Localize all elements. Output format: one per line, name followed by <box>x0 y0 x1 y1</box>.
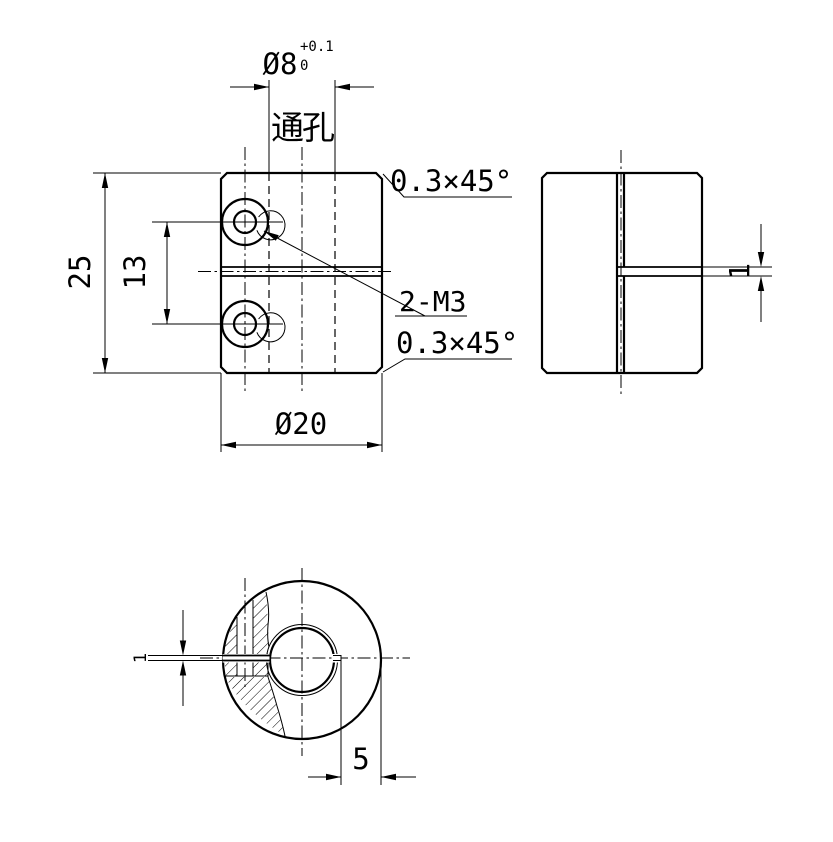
slit-mask-right <box>332 654 342 663</box>
dim-bottom-slit-width: 1 <box>131 610 222 706</box>
slit-end-notch <box>333 655 342 661</box>
bore-tol-lower-text: 0 <box>300 58 308 74</box>
chamfer-bottom-text: 0.3×45° <box>396 326 518 360</box>
top-screw-thread-arc <box>256 210 286 241</box>
side-slit-width-text: 1 <box>723 263 756 280</box>
bore-dim-text: Ø8 <box>263 47 298 81</box>
thread-callout-leader: 2-M3 <box>263 230 467 318</box>
dim-outer-diameter: Ø20 <box>220 373 383 452</box>
dim-side-slit-width: 1 <box>723 224 765 322</box>
front-view: Ø8 +0.1 0 通孔 25 13 Ø20 <box>63 39 518 452</box>
side-body-outline <box>540 171 704 375</box>
dim-screw-spacing-13: 13 <box>118 222 171 324</box>
bottom-screw-thread-arc <box>256 312 286 343</box>
bottom-slit-width-text: 1 <box>131 653 151 663</box>
break-line-lower <box>267 676 286 737</box>
bore-note-text: 通孔 <box>271 108 334 147</box>
height-dim-text: 25 <box>63 255 97 290</box>
chamfer-callout-top: 0.3×45° <box>382 164 512 198</box>
thread-callout-text: 2-M3 <box>399 285 466 318</box>
side-view: 1 <box>540 150 772 396</box>
slit-mask-left <box>222 654 270 663</box>
front-body-outline <box>219 171 384 375</box>
bottom-view: 1 5 <box>131 568 416 785</box>
bottom-screw-hole <box>220 299 286 349</box>
screw-spacing-dim-text: 13 <box>118 255 152 290</box>
outer-dia-dim-text: Ø20 <box>275 407 327 441</box>
broken-out-section <box>223 591 286 737</box>
chamfer-top-text: 0.3×45° <box>390 164 512 198</box>
top-screw-hole <box>220 197 286 247</box>
bore-tol-upper-text: +0.1 <box>300 39 334 55</box>
break-line-upper <box>265 591 270 648</box>
dim-slit-end-offset: 5 <box>308 661 416 785</box>
dim-height-25: 25 <box>63 172 221 374</box>
slit-end-offset-text: 5 <box>352 742 369 776</box>
dim-bore-diameter: Ø8 +0.1 0 <box>230 39 374 173</box>
chamfer-callout-bottom: 0.3×45° <box>382 326 518 373</box>
